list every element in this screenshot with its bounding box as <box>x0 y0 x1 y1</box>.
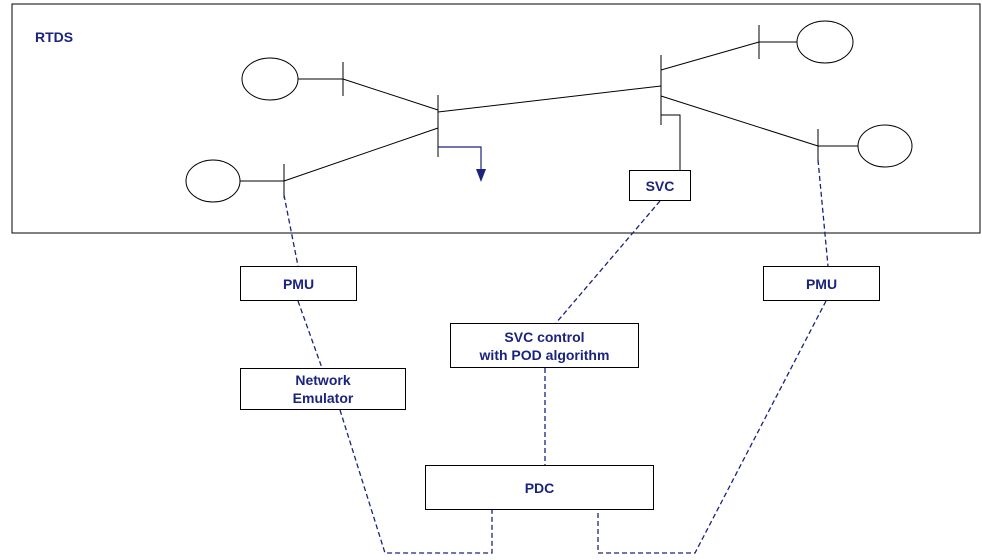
network-emulator-label: Network Emulator <box>292 372 354 406</box>
link-svc-to-control <box>555 200 661 324</box>
link-pmu-left-to-emulator <box>297 300 323 369</box>
line-bus-bottom-left-to-central <box>283 127 439 182</box>
pdc-label: PDC <box>524 479 555 496</box>
pmu-right-label: PMU <box>805 275 838 292</box>
load-line <box>438 146 482 170</box>
pdc-box: PDC <box>425 465 654 510</box>
rtds-label: RTDS <box>35 29 74 45</box>
line-central-right-to-right <box>660 95 819 147</box>
pmu-left-label: PMU <box>282 275 315 292</box>
link-bus-to-pmu-right <box>817 159 829 267</box>
svc-box: SVC <box>629 170 691 201</box>
svc-control-box: SVC control with POD algorithm <box>450 323 639 368</box>
generator-right <box>857 124 913 168</box>
pmu-left-box: PMU <box>240 266 357 301</box>
generator-top-right <box>796 20 854 64</box>
network-emulator-box: Network Emulator <box>240 368 406 410</box>
link-bus-to-pmu-left <box>283 194 299 267</box>
load-arrow-icon <box>476 169 486 182</box>
generator-bottom-left <box>185 159 241 203</box>
line-tie <box>437 85 662 113</box>
line-bus-top-left-to-central <box>342 78 439 111</box>
line-central-right-to-top-right <box>660 41 760 71</box>
link-emulator-to-pdc <box>339 409 493 554</box>
link-pmu-right-to-pdc <box>597 300 827 554</box>
svc-control-label: SVC control with POD algorithm <box>479 328 610 363</box>
rtds-enclosure <box>11 3 981 234</box>
generator-top-left <box>241 57 299 101</box>
pmu-right-box: PMU <box>763 266 880 301</box>
svc-label: SVC <box>645 177 675 194</box>
line-svc-connection <box>661 114 681 172</box>
